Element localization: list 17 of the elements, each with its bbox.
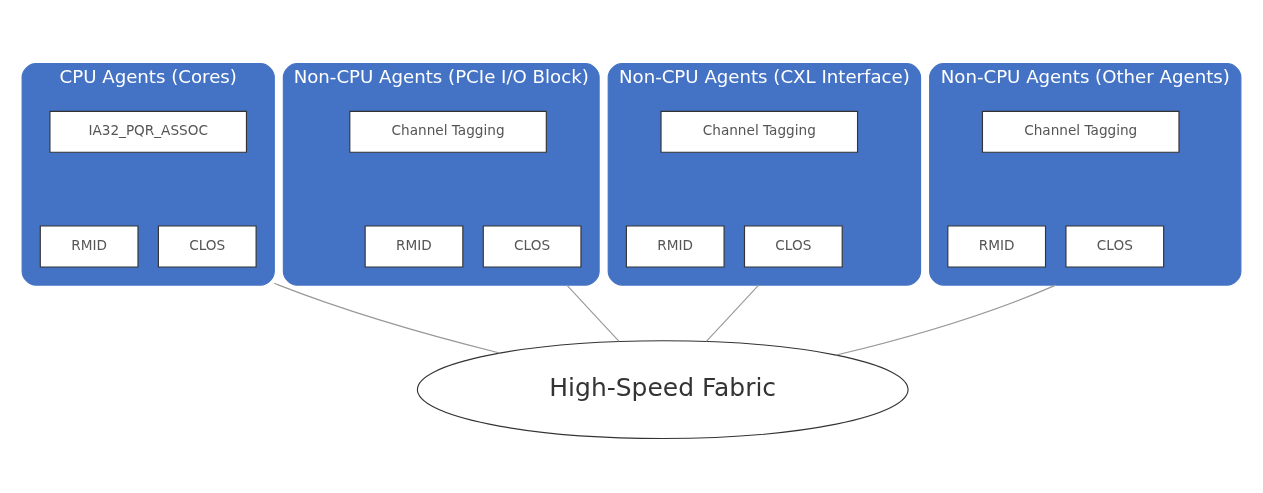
- node-box: CLOS: [743, 225, 843, 268]
- node-box: RMID: [947, 225, 1047, 268]
- node-box: Channel Tagging: [981, 110, 1180, 153]
- node-box: Channel Tagging: [349, 110, 547, 153]
- node-ellipse: High-Speed Fabric: [416, 340, 909, 440]
- connector: [273, 282, 501, 354]
- node-box: IA32_PQR_ASSOC: [49, 110, 247, 153]
- node-box: CLOS: [157, 225, 257, 268]
- node-box: RMID: [625, 225, 725, 268]
- connector: [705, 284, 760, 343]
- node-box: RMID: [364, 225, 464, 268]
- node-box: CLOS: [1065, 225, 1165, 268]
- node-box: Channel Tagging: [660, 110, 859, 153]
- connector: [566, 284, 620, 343]
- connector: [835, 284, 1057, 356]
- node-box: CLOS: [482, 225, 582, 268]
- node-box: RMID: [39, 225, 139, 268]
